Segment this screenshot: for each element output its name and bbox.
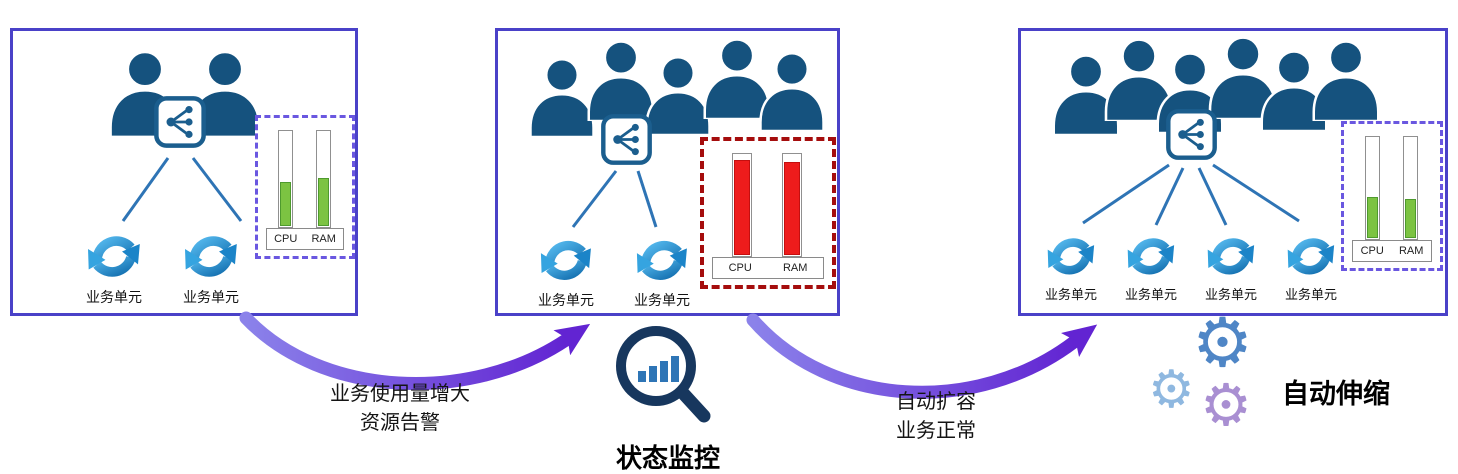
ram-bar-fill — [318, 178, 329, 226]
cpu-label: CPU — [728, 262, 752, 274]
service-unit: 业务单元 — [68, 226, 160, 307]
service-unit-icon — [538, 231, 594, 287]
service-unit-icon — [1045, 229, 1097, 281]
connection-lines — [1082, 163, 1300, 226]
load-balancer-icon — [1165, 108, 1218, 161]
ram-bar-fill — [1405, 199, 1416, 238]
service-unit-label: 业务单元 — [183, 289, 239, 305]
step1-note-line2: 资源告警 — [360, 412, 440, 434]
ram-label: RAM — [1398, 245, 1424, 257]
service-unit: 业务单元 — [1271, 229, 1351, 303]
ram-bar — [316, 130, 331, 228]
step1-note: 业务使用量增大 资源告警 — [288, 380, 512, 438]
user-icon — [1303, 35, 1389, 121]
service-unit-icon — [1285, 229, 1337, 281]
service-unit-label: 业务单元 — [1044, 287, 1097, 302]
cpu-bar — [732, 153, 752, 257]
service-unit-icon — [1125, 229, 1177, 281]
ram-bar-fill — [784, 162, 800, 255]
service-unit-label: 业务单元 — [634, 292, 690, 308]
service-unit-icon — [1205, 229, 1257, 281]
cpu-label: CPU — [274, 233, 298, 245]
arrow-step1-icon — [239, 311, 591, 391]
resource-gauge: CPU RAM — [255, 115, 355, 259]
service-unit-icon — [85, 226, 143, 284]
service-unit-label: 业务单元 — [1124, 287, 1177, 302]
service-unit-label: 业务单元 — [86, 289, 142, 305]
service-unit-label: 业务单元 — [1204, 287, 1257, 302]
service-unit-label: 业务单元 — [1284, 287, 1337, 302]
service-unit-label: 业务单元 — [538, 292, 594, 308]
cpu-bar — [278, 130, 293, 228]
cpu-bar-fill — [734, 160, 750, 255]
load-balancer-icon — [153, 95, 207, 149]
service-unit-icon — [634, 231, 690, 287]
connection-lines — [121, 157, 243, 222]
ram-bar — [782, 153, 802, 257]
service-unit-icon — [182, 226, 240, 284]
cpu-bar-fill — [1367, 197, 1378, 238]
service-unit: 业务单元 — [520, 231, 612, 310]
step2-note-line2: 业务正常 — [896, 420, 976, 442]
resource-gauge: CPU RAM — [1341, 121, 1443, 271]
panel-overloaded: 业务单元 业务单元 CPU RAM — [495, 28, 840, 316]
status-monitor-icon — [616, 326, 711, 423]
gear-icon: ⚙ — [1148, 360, 1195, 420]
step2-note-line1: 自动扩容 — [896, 391, 976, 413]
service-unit: 业务单元 — [1031, 229, 1111, 303]
panel-initial: 业务单元 业务单元 CPU RAM — [10, 28, 358, 316]
ram-bar — [1403, 136, 1418, 240]
service-unit: 业务单元 — [616, 231, 708, 310]
monitor-label: 状态监控 — [615, 443, 720, 473]
user-icon — [750, 47, 834, 131]
gear-icon: ⚙ — [1192, 304, 1253, 383]
ram-label: RAM — [782, 262, 808, 274]
gauge-labels: CPU RAM — [712, 257, 824, 279]
service-unit: 业务单元 — [1111, 229, 1191, 303]
cpu-bar — [1365, 136, 1380, 240]
connection-lines — [571, 170, 658, 228]
cpu-bar-fill — [280, 181, 291, 226]
autoscale-gears-icon: ⚙ ⚙ ⚙ — [1148, 310, 1290, 453]
load-balancer-icon — [600, 113, 653, 166]
gear-icon: ⚙ — [1200, 371, 1252, 439]
arrow-step2-icon — [746, 313, 1098, 399]
step1-note-line1: 业务使用量增大 — [330, 383, 470, 405]
cpu-label: CPU — [1360, 245, 1384, 257]
gauge-labels: CPU RAM — [266, 228, 344, 250]
autoscale-label: 自动伸缩 — [1282, 379, 1390, 409]
panel-scaled-out: 业务单元 业务单元 业务单元 业务单元 CPU RAM — [1018, 28, 1448, 316]
step2-note: 自动扩容 业务正常 — [860, 388, 1012, 446]
ram-label: RAM — [311, 233, 336, 245]
service-unit: 业务单元 — [1191, 229, 1271, 303]
resource-gauge-alarm: CPU RAM — [700, 137, 836, 289]
gauge-labels: CPU RAM — [1352, 240, 1432, 262]
service-unit: 业务单元 — [165, 226, 257, 307]
